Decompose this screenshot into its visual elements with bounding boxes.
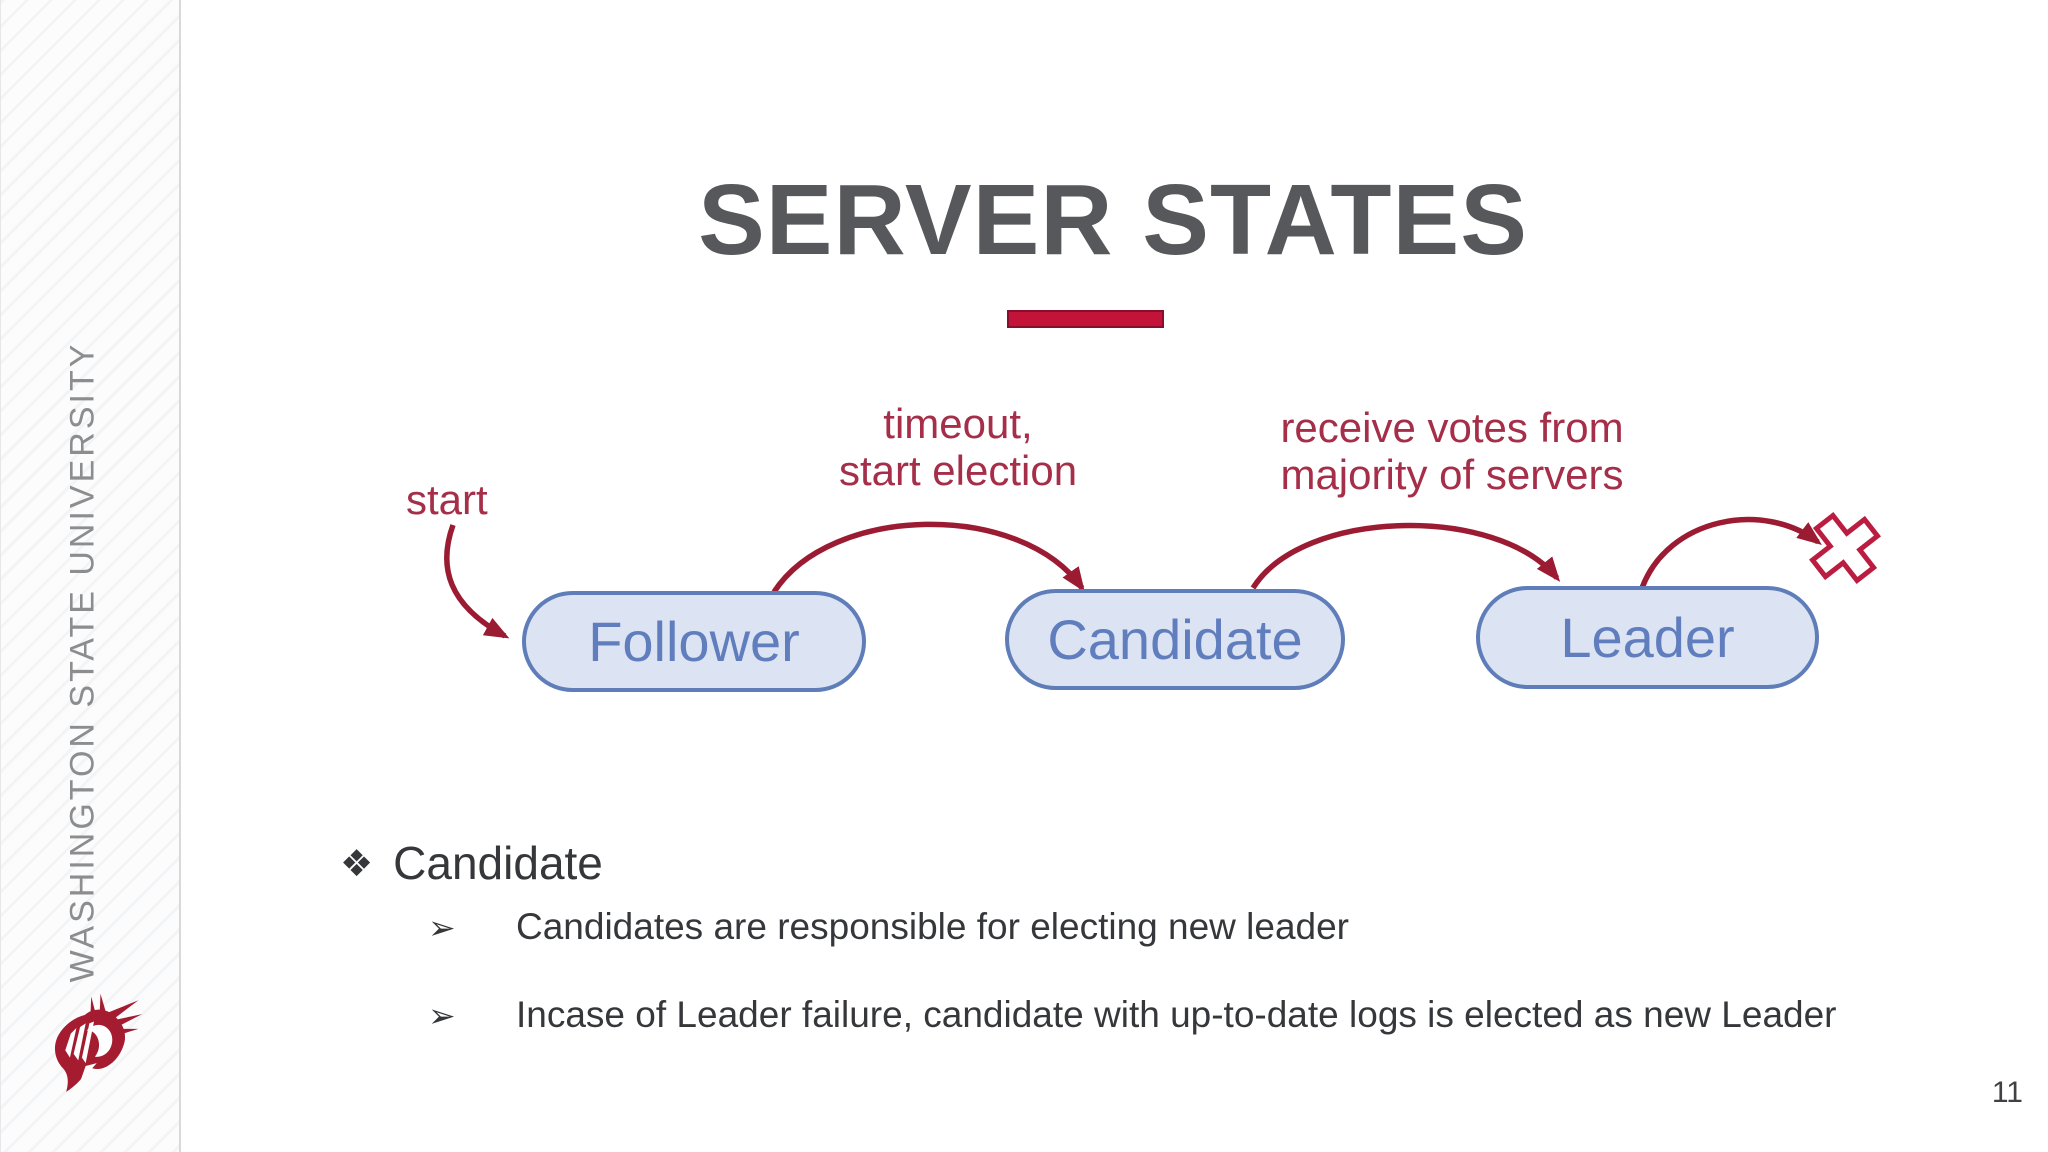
title-accent-bar — [1007, 310, 1164, 328]
transition-label-line: majority of servers — [1280, 451, 1624, 499]
page-title: SERVER STATES — [698, 164, 1528, 276]
wsu-cougar-logo-icon — [54, 993, 143, 1092]
arrow-candidate-to-leader — [1250, 522, 1561, 590]
diamond-bullet-icon: ❖ — [340, 841, 374, 885]
bullet-heading-label: Candidate — [393, 837, 603, 889]
bullet-item: ➢ Incase of Leader failure, candidate wi… — [428, 994, 1837, 1036]
crash-x-icon — [1809, 512, 1881, 584]
page-number: 11 — [1991, 1076, 2023, 1109]
logo-w-slash — [65, 1027, 77, 1058]
logo-c-counter — [86, 1024, 113, 1057]
sidebar: WASHINGTON STATE UNIVERSITY — [0, 0, 181, 1152]
arrowhead-bullet-icon: ➢ — [428, 996, 456, 1035]
logo-whisker — [108, 1000, 139, 1021]
transition-label-votes: receive votes from majority of servers — [1252, 404, 1652, 498]
state-node-follower: Follower — [522, 591, 866, 692]
bullet-heading: ❖ Candidate — [340, 836, 603, 890]
arrowhead-bullet-icon: ➢ — [428, 908, 456, 947]
transition-label-line: start election — [838, 447, 1078, 495]
logo-jaw-notch — [80, 1063, 97, 1082]
bullet-item: ➢ Candidates are responsible for electin… — [428, 906, 1349, 948]
state-node-candidate: Candidate — [1005, 589, 1345, 690]
logo-head — [54, 1009, 126, 1092]
arrow-follower-to-candidate — [771, 521, 1085, 594]
arrow-leader-to-crash — [1639, 516, 1822, 589]
bullet-item-text: Incase of Leader failure, candidate with… — [516, 994, 1837, 1035]
start-label: start — [406, 476, 488, 523]
transition-label-timeout: timeout, start election — [758, 400, 1158, 494]
logo-w-slash — [81, 1021, 94, 1064]
bullet-item-text: Candidates are responsible for electing … — [516, 906, 1350, 947]
transition-label-line: timeout, — [883, 400, 1033, 447]
university-name-vertical: WASHINGTON STATE UNIVERSITY — [63, 341, 102, 983]
state-node-leader: Leader — [1476, 586, 1819, 689]
logo-w-slash — [73, 1023, 86, 1061]
start-arrow — [444, 524, 510, 639]
transition-label-line: receive votes from — [1280, 404, 1624, 451]
